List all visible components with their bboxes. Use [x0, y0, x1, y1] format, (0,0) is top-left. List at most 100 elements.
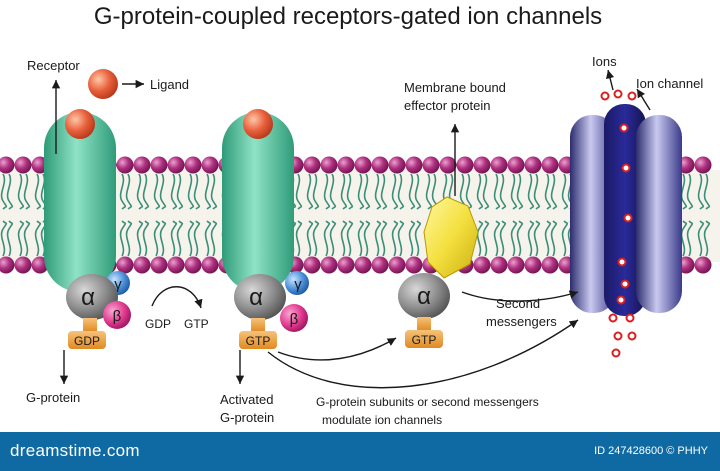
lipid-tail	[482, 173, 490, 210]
footer-brand[interactable]: dreamstime.com	[10, 441, 140, 460]
activated-label-line1: Activated	[220, 392, 273, 407]
phospholipid-head	[439, 156, 457, 174]
phospholipid-head	[167, 256, 185, 274]
lipid-tail	[703, 220, 711, 257]
lipid-tail	[329, 220, 337, 257]
ion-channel	[570, 104, 682, 316]
lipid-tail	[527, 220, 535, 257]
beta-symbol: β	[290, 311, 299, 328]
phospholipid-head	[354, 156, 372, 174]
lipid-tail	[6, 220, 14, 257]
lipid-tail	[499, 220, 507, 257]
lipid-tail	[23, 173, 31, 210]
modulation-note-line2: modulate ion channels	[322, 413, 442, 427]
gtp-transfer-arrow	[277, 337, 397, 361]
phospholipid-head	[541, 156, 559, 174]
lipid-tail	[323, 173, 331, 210]
receptor-1	[44, 109, 116, 292]
lipid-tail	[510, 173, 518, 210]
receptor-label: Receptor	[27, 58, 80, 73]
lipid-tail	[0, 220, 8, 257]
lipid-tail	[374, 173, 382, 210]
lipid-tail	[346, 173, 354, 210]
ions-pointer	[605, 69, 615, 91]
arrows	[51, 69, 651, 389]
lipid-tail	[136, 173, 144, 210]
lipid-tail	[680, 173, 688, 210]
lipid-tail	[516, 220, 524, 257]
lipid-tail	[187, 173, 195, 210]
phospholipid-head	[337, 256, 355, 274]
gdp-nucleotide	[68, 331, 106, 349]
phospholipid-head	[422, 156, 440, 174]
phospholipid-head	[524, 156, 542, 174]
phospholipid-head	[490, 256, 508, 274]
lipid-tail	[159, 220, 167, 257]
lipid-tail	[482, 220, 490, 257]
phospholipid-head	[303, 156, 321, 174]
lipid-tail	[170, 220, 178, 257]
alpha-symbol: α	[249, 284, 263, 311]
phospholipid-head	[320, 256, 338, 274]
lipid-tail	[193, 173, 201, 210]
lipid-tail	[142, 220, 150, 257]
lipid-tail	[119, 220, 127, 257]
lipid-tail	[204, 173, 212, 210]
phospholipid-head	[490, 156, 508, 174]
phospholipid-head	[694, 156, 712, 174]
lipid-tail	[306, 220, 314, 257]
lipid-tail	[187, 220, 195, 257]
lipid-tail	[380, 220, 388, 257]
phospholipid-head	[150, 256, 168, 274]
beta-subunit-2	[280, 304, 308, 332]
lipid-tail	[176, 220, 184, 257]
second-messenger-arrow	[461, 290, 579, 302]
lipid-tail	[380, 173, 388, 210]
lipid-tail	[510, 220, 518, 257]
lipid-tail	[697, 220, 705, 257]
lipid-tail	[391, 220, 399, 257]
phospholipid-head	[31, 256, 49, 274]
phospholipid-head	[0, 256, 15, 274]
receptor-2	[222, 109, 294, 292]
phospholipid-head	[201, 156, 219, 174]
phospholipid-head	[116, 256, 134, 274]
lipid-tail	[0, 173, 8, 210]
lipid-tail	[397, 220, 405, 257]
gamma-subunit-2	[285, 271, 309, 295]
lipid-tail	[357, 220, 365, 257]
lipid-tail	[686, 220, 694, 257]
lipid-tail	[204, 220, 212, 257]
lipid-tail	[323, 220, 331, 257]
effector-label-line1: Membrane bound	[404, 80, 506, 95]
lipid-tail	[176, 173, 184, 210]
lipid-tail	[346, 220, 354, 257]
gtp-arrow-label: GTP	[184, 317, 209, 331]
phospholipid-head	[388, 256, 406, 274]
phospholipid-head	[116, 156, 134, 174]
ion-channel-label: Ion channel	[636, 76, 703, 91]
lipid-tail	[17, 173, 25, 210]
lipid-tail	[329, 173, 337, 210]
lipid-tail	[340, 220, 348, 257]
lipid-tail	[408, 173, 416, 210]
ions	[600, 89, 637, 358]
phospholipid-head	[201, 256, 219, 274]
lipid-tail	[516, 173, 524, 210]
lipid-tail	[414, 173, 422, 210]
phospholipid-head	[320, 156, 338, 174]
phospholipid-head	[14, 156, 32, 174]
phospholipid-head	[184, 156, 202, 174]
phospholipid-head	[405, 256, 423, 274]
phospholipid-head	[473, 156, 491, 174]
lipid-tail	[499, 173, 507, 210]
lipid-tail	[125, 220, 133, 257]
g-protein-2: γ α β GTP	[234, 271, 309, 349]
g-alpha-3: α GTP	[398, 273, 450, 348]
phospholipid-head	[337, 156, 355, 174]
phospholipid-head	[541, 256, 559, 274]
g-protein-label: G-protein	[26, 390, 80, 405]
lipid-tail	[34, 220, 42, 257]
gdp-gtp-exchange-arrow	[151, 286, 203, 309]
